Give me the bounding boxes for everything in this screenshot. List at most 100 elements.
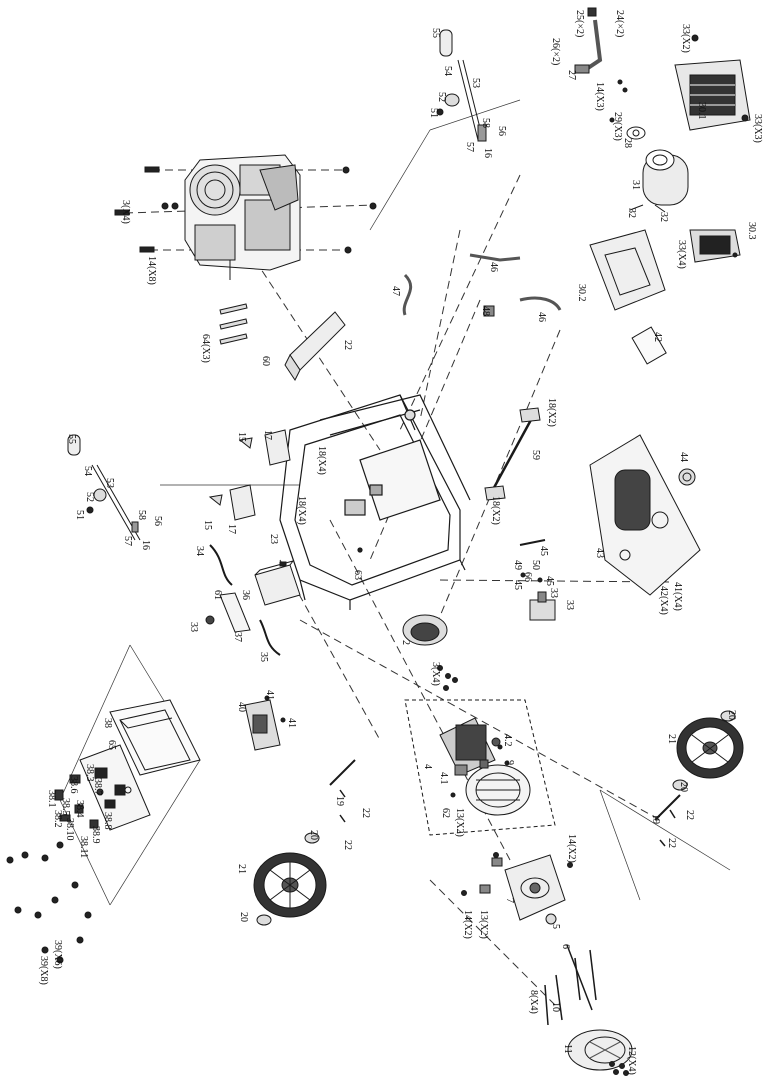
callout-18x4b: 18(X4) bbox=[296, 496, 307, 525]
panel-screws bbox=[6, 841, 92, 964]
callout-50: 50 bbox=[530, 560, 541, 570]
callout-65: 65 bbox=[106, 740, 117, 750]
callout-48: 48 bbox=[480, 306, 491, 316]
callout-8x4: 8(X4) bbox=[528, 990, 539, 1014]
callout-57: 57 bbox=[464, 142, 475, 152]
through-bolts bbox=[544, 944, 597, 1026]
callout-13x2b: 13(X2) bbox=[478, 910, 489, 939]
wheel-right bbox=[672, 710, 744, 791]
rear-axle bbox=[484, 407, 541, 501]
callout-42: 42 bbox=[652, 332, 663, 342]
rotor bbox=[439, 717, 501, 776]
battery-cables bbox=[209, 544, 281, 656]
rubber-plates bbox=[219, 303, 248, 345]
callout-14x2b: 14(X2) bbox=[462, 910, 473, 939]
callout-3x4: 3(X4) bbox=[120, 200, 131, 224]
bolts-3 bbox=[437, 665, 458, 691]
end-cover-2 bbox=[402, 614, 448, 646]
callout-25: 25(×2) bbox=[574, 10, 585, 38]
callout-58b: 58 bbox=[136, 510, 147, 520]
callout-38-6: 38.6 bbox=[68, 776, 79, 794]
callout-7: 7 bbox=[504, 898, 515, 903]
callout-22d: 22 bbox=[684, 810, 695, 820]
callout-14x8: 14(X8) bbox=[146, 256, 157, 285]
callout-6: 6 bbox=[560, 944, 571, 949]
callout-9: 9 bbox=[504, 760, 515, 765]
callout-22e: 22 bbox=[666, 838, 677, 848]
callout-2: 2 bbox=[400, 640, 411, 645]
callout-4-2: 4.2 bbox=[502, 734, 513, 747]
callout-38-8: 38.8 bbox=[102, 812, 113, 830]
callout-17b: 17 bbox=[226, 524, 237, 534]
callout-17a: 17 bbox=[262, 430, 273, 440]
gasket-parts bbox=[609, 79, 646, 140]
callout-55: 55 bbox=[430, 28, 441, 38]
callout-38-9: 38.9 bbox=[90, 826, 101, 844]
callout-22a: 22 bbox=[342, 340, 353, 350]
callout-56b: 56 bbox=[152, 516, 163, 526]
callout-45a: 45 bbox=[538, 546, 549, 556]
callout-21a: 21 bbox=[236, 864, 247, 874]
callout-45b: 45 bbox=[512, 580, 523, 590]
callout-39x6: 39(X6) bbox=[52, 940, 63, 969]
battery bbox=[254, 560, 301, 606]
callout-31: 31 bbox=[630, 180, 641, 190]
wheel-axle-right bbox=[654, 794, 681, 847]
callout-30-1: 30.1 bbox=[696, 102, 707, 120]
callout-43: 43 bbox=[594, 548, 605, 558]
callout-30-2: 30.2 bbox=[576, 284, 587, 302]
callout-63: 63 bbox=[352, 570, 363, 580]
callout-53b: 53 bbox=[104, 478, 115, 488]
callout-39x8: 39(X8) bbox=[38, 956, 49, 985]
callout-23: 23 bbox=[268, 534, 279, 544]
stator bbox=[465, 764, 531, 816]
callout-14x3: 14(X3) bbox=[594, 82, 605, 111]
callout-41x4: 41(X4) bbox=[672, 582, 683, 611]
callout-11: 11 bbox=[562, 1044, 573, 1054]
callout-18x4: 18(X4) bbox=[316, 446, 327, 475]
muffler bbox=[629, 149, 689, 213]
callout-56: 56 bbox=[496, 126, 507, 136]
handle-assembly-top bbox=[436, 29, 487, 142]
callout-27: 27 bbox=[566, 70, 577, 80]
callout-32b: 32 bbox=[658, 212, 669, 222]
avr-module bbox=[244, 695, 286, 751]
muffler-cover bbox=[674, 34, 751, 131]
callout-32a: 32 bbox=[626, 208, 637, 218]
callout-26: 26(×2) bbox=[550, 38, 561, 66]
handle-assembly-left bbox=[67, 434, 141, 541]
callout-55b: 55 bbox=[66, 434, 77, 444]
callout-60: 60 bbox=[260, 356, 271, 366]
callout-38-1: 38.1 bbox=[46, 790, 57, 808]
callout-38-11: 38.11 bbox=[78, 836, 89, 859]
control-box bbox=[109, 699, 201, 776]
callout-22b: 22 bbox=[360, 808, 371, 818]
callout-29: 29(X3) bbox=[612, 112, 623, 141]
callout-58: 58 bbox=[480, 118, 491, 128]
bearing-5 bbox=[545, 913, 557, 925]
callout-35: 35 bbox=[258, 652, 269, 662]
callout-38-4: 38.4 bbox=[74, 800, 85, 818]
callout-37: 37 bbox=[232, 632, 243, 642]
callout-13x2a: 13(X2) bbox=[454, 808, 465, 837]
engine-bolts bbox=[114, 166, 377, 254]
callout-20a: 20 bbox=[308, 830, 319, 840]
warning-label bbox=[631, 326, 667, 365]
fuel-lines bbox=[402, 253, 562, 317]
callout-33b: 33 bbox=[548, 588, 559, 598]
callout-18x2a: 18(X2) bbox=[546, 398, 557, 427]
callout-54: 54 bbox=[442, 66, 453, 76]
callout-14x2: 14(X2) bbox=[566, 834, 577, 863]
callout-66: 66 bbox=[522, 572, 533, 582]
callout-10: 10 bbox=[550, 1002, 561, 1012]
callout-4: 4 bbox=[422, 764, 433, 769]
callout-51: 51 bbox=[428, 108, 439, 118]
callout-46a: 46 bbox=[488, 262, 499, 272]
callout-34: 34 bbox=[194, 546, 205, 556]
callout-33c: 33 bbox=[564, 600, 575, 610]
callout-44: 44 bbox=[678, 452, 689, 462]
callout-19a: 19 bbox=[334, 796, 345, 806]
callout-18x2b: 18(X2) bbox=[490, 496, 501, 525]
callout-42x4: 42(X4) bbox=[658, 586, 669, 615]
callout-38-7: 38.7 bbox=[92, 778, 103, 796]
